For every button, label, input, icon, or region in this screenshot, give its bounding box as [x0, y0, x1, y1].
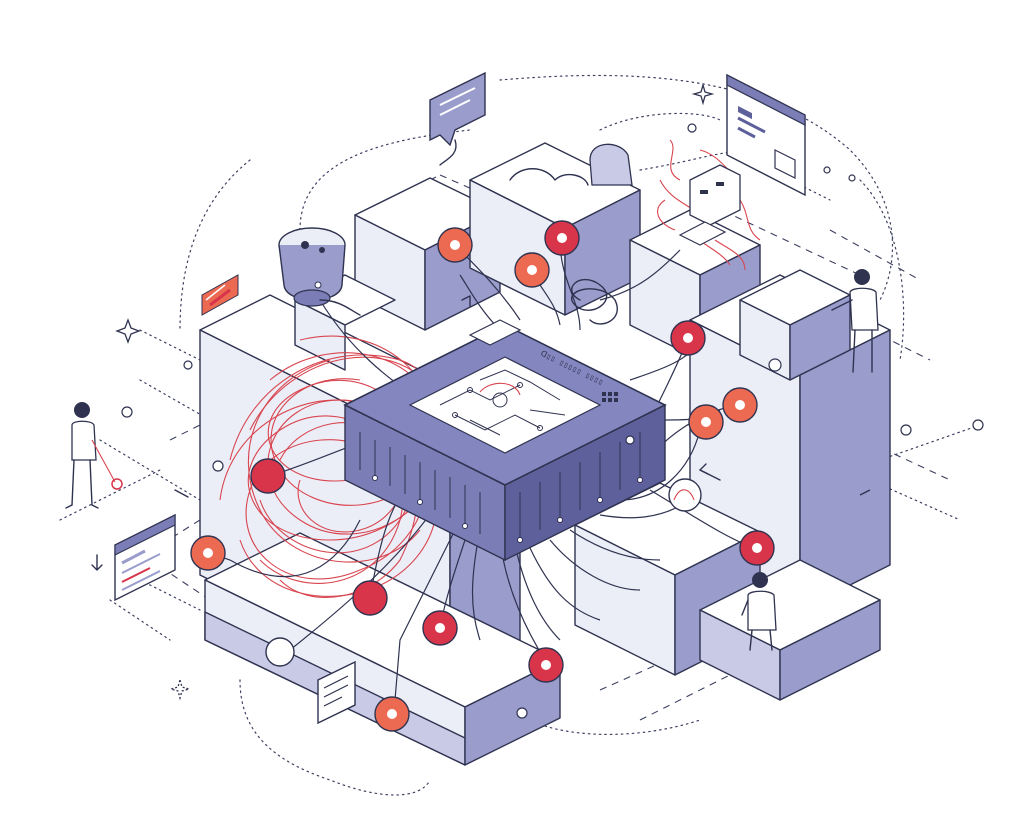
- node-n1: [437, 227, 473, 263]
- back-object: [509, 143, 633, 186]
- node-n10: [739, 530, 775, 566]
- node-n9: [352, 580, 388, 616]
- node-n3: [514, 252, 550, 288]
- node-n13: [374, 696, 410, 732]
- browser-window-icon: [726, 73, 806, 197]
- node-n8: [190, 535, 226, 571]
- squiggle-sculpture: [571, 278, 618, 325]
- warning-sign-icon: [201, 274, 239, 316]
- nodes: [190, 220, 775, 732]
- lamp-device-icon: [278, 227, 361, 316]
- dashboard-card-icon: [114, 513, 176, 602]
- node-n12: [528, 647, 564, 683]
- node-n7: [250, 458, 286, 494]
- document-icon: [317, 660, 356, 725]
- sparkle-icon: [115, 82, 871, 701]
- person-left: [65, 402, 123, 509]
- node-n11: [422, 610, 458, 646]
- node-n6: [688, 404, 724, 440]
- robot-head-icon: [657, 139, 761, 271]
- chat-bubble-icon: [429, 71, 486, 166]
- arrows: [91, 295, 721, 571]
- central-chip: ᗡ▯▯ ▯▯▯▯▯ ▯▯▯▯: [343, 319, 667, 562]
- node-n2: [544, 220, 580, 256]
- person-bottom-right: [741, 572, 777, 651]
- person-right-top: [831, 269, 879, 373]
- small-circles: [121, 123, 984, 719]
- node-n5: [722, 387, 758, 423]
- node-n4: [670, 320, 706, 356]
